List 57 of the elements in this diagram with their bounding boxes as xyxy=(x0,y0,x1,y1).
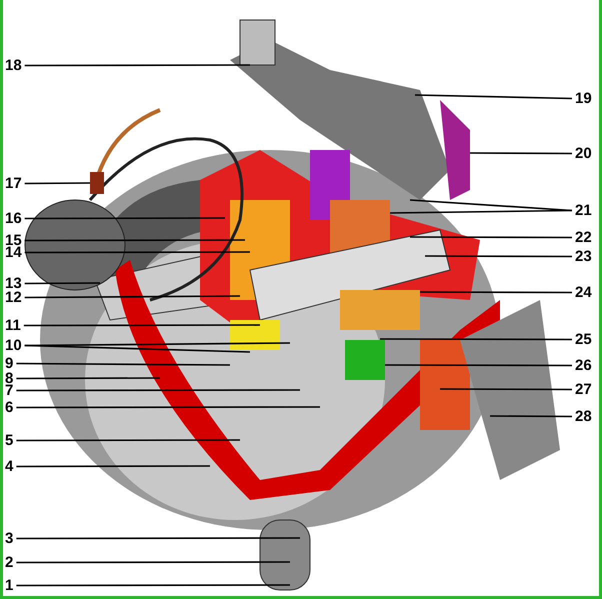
leader-line xyxy=(385,364,572,366)
leader-line xyxy=(410,236,572,238)
callout-number: 9 xyxy=(5,356,14,371)
leader-line xyxy=(16,537,300,540)
callout-number: 4 xyxy=(5,459,14,474)
callout-number: 11 xyxy=(5,318,21,333)
leader-line xyxy=(24,64,250,66)
leader-line xyxy=(16,389,300,392)
leader-line xyxy=(16,377,160,380)
leader-line xyxy=(440,388,572,390)
callout-number: 25 xyxy=(575,332,592,347)
leader-line xyxy=(16,465,210,468)
callout-number: 24 xyxy=(575,285,592,300)
leader-line xyxy=(414,94,572,100)
callout-number: 12 xyxy=(5,290,22,305)
callout-number: 22 xyxy=(575,230,592,245)
leader-line xyxy=(490,415,572,418)
leader-line xyxy=(24,182,90,184)
callout-number: 14 xyxy=(5,245,22,260)
leader-line xyxy=(24,282,100,284)
callout-number: 21 xyxy=(575,203,592,218)
leader-line xyxy=(24,239,245,242)
leader-line xyxy=(16,439,240,442)
leader-line xyxy=(24,344,250,353)
callout-number: 5 xyxy=(5,433,14,448)
leader-line xyxy=(425,255,572,258)
callout-number: 16 xyxy=(5,211,22,226)
callout-number: 1 xyxy=(5,578,14,593)
callout-number: 2 xyxy=(5,555,14,570)
leader-line xyxy=(16,362,230,366)
leader-line xyxy=(24,295,240,298)
callout-number: 17 xyxy=(5,176,22,191)
leader-line xyxy=(24,342,290,346)
callout-number: 18 xyxy=(5,58,22,73)
callout-number: 28 xyxy=(575,409,592,424)
callout-number: 23 xyxy=(575,249,592,264)
leader-line xyxy=(380,338,572,340)
callout-number: 20 xyxy=(575,146,592,161)
leader-line xyxy=(16,561,290,564)
callout-number: 3 xyxy=(5,531,14,546)
callout-number: 15 xyxy=(5,233,22,248)
callout-number: 8 xyxy=(5,371,14,386)
leader-line xyxy=(420,291,572,294)
callout-number: 10 xyxy=(5,338,22,353)
callout-number: 26 xyxy=(575,358,592,373)
leader-line xyxy=(16,584,290,586)
callout-number: 7 xyxy=(5,383,14,398)
leader-line xyxy=(24,251,250,254)
callout-number: 27 xyxy=(575,382,592,397)
leader-line xyxy=(24,217,225,220)
leader-line xyxy=(470,152,572,154)
leader-line xyxy=(24,324,260,326)
callout-number: 6 xyxy=(5,400,14,415)
leader-line xyxy=(390,210,572,214)
callout-number: 13 xyxy=(5,276,22,291)
callout-number: 19 xyxy=(575,91,592,106)
leader-line xyxy=(16,406,320,408)
